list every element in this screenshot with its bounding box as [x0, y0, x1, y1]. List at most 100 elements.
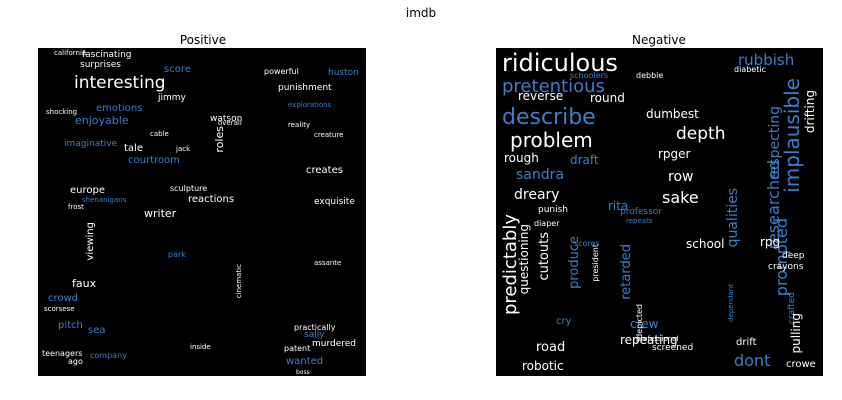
cloud-word: screened	[652, 343, 694, 353]
cloud-word: murdered	[312, 339, 357, 349]
cloud-word: repeating	[620, 333, 678, 347]
cloud-word: tale	[124, 143, 143, 154]
cloud-word: pitch	[58, 320, 83, 331]
cloud-word: diabetic	[734, 65, 766, 74]
cloud-word: sandra	[516, 167, 564, 183]
cloud-word: creates	[306, 165, 343, 176]
cloud-word: dependant	[727, 284, 735, 322]
cloud-word: crowd	[48, 293, 79, 304]
cloud-word: frost	[68, 203, 84, 211]
cloud-word: sculpture	[170, 184, 208, 193]
cloud-word: dreary	[514, 187, 560, 203]
cloud-word: qualities	[725, 188, 741, 248]
cloud-word: cry	[556, 316, 572, 327]
cloud-word: company	[90, 351, 127, 360]
cloud-word: enjoyable	[75, 114, 129, 127]
cloud-word: scorsese	[44, 305, 75, 313]
panel-title-positive: Positive	[179, 33, 227, 47]
cloud-word: cable	[150, 130, 169, 138]
cloud-word: watson	[210, 114, 243, 124]
cloud-word: schoolers	[570, 71, 609, 80]
cloud-word: practically	[294, 323, 336, 332]
cloud-word: debbie	[636, 71, 664, 80]
cloud-word: problem	[510, 128, 593, 152]
cloud-word: drifting	[803, 90, 817, 134]
cloud-word: rpg	[760, 235, 781, 249]
cloud-word: president	[591, 244, 600, 282]
cloud-word: round	[590, 91, 625, 105]
cloud-word: professional	[636, 335, 679, 343]
cloud-word: inside	[190, 343, 211, 351]
cloud-word: drift	[736, 337, 757, 348]
cloud-word: exquisite	[314, 197, 355, 207]
cloud-word: punish	[538, 205, 569, 215]
cloud-word: depth	[676, 124, 726, 144]
cloud-word: sally	[304, 330, 325, 340]
cloud-word: jack	[176, 145, 191, 153]
cloud-word: punishment	[278, 83, 332, 93]
cloud-word: emotions	[96, 103, 143, 114]
cloud-word: implausible	[780, 78, 804, 193]
cloud-word: boss	[296, 369, 310, 376]
cloud-word: school	[686, 237, 725, 251]
cloud-word: pulling	[789, 313, 803, 354]
cloud-word: interesting	[74, 73, 166, 93]
cloud-word: overall	[218, 119, 242, 127]
cloud-word: dont	[734, 351, 771, 370]
cloud-word: reality	[288, 121, 311, 129]
figure-title: imdb	[405, 6, 437, 20]
cloud-word: rough	[504, 151, 539, 165]
cloud-word: huston	[328, 68, 359, 78]
cloud-word: reactions	[188, 194, 235, 205]
cloud-word: retarded	[619, 244, 634, 300]
cloud-word: writer	[144, 207, 177, 220]
cloud-word: patent	[284, 344, 311, 353]
cloud-word: crowe	[786, 359, 816, 370]
cloud-word: wanted	[286, 356, 324, 367]
cloud-word: diaper	[534, 219, 560, 228]
cloud-word: ridiculous	[502, 49, 618, 77]
cloud-word: depicted	[635, 304, 644, 339]
cloud-word: shenanigans	[82, 196, 127, 204]
cloud-word: cinematic	[235, 264, 243, 299]
cloud-word: fascinating	[82, 50, 132, 60]
cloud-word: road	[536, 340, 566, 355]
cloud-word: california	[54, 49, 87, 57]
cloud-word: explorations	[288, 101, 332, 109]
cloud-word: rpger	[658, 147, 691, 161]
cloud-word: reverse	[518, 89, 564, 103]
cloud-word: faux	[72, 277, 97, 290]
cloud-word: roles	[213, 126, 226, 153]
cloud-word: score	[164, 64, 191, 75]
cloud-word: rita	[608, 199, 629, 213]
cloud-word: ago	[68, 357, 83, 366]
panel-title-negative: Negative	[632, 33, 686, 47]
cloud-word: courtroom	[128, 155, 180, 166]
cloud-word: jimmy	[158, 93, 186, 103]
cloud-word: viewing	[85, 222, 96, 261]
cloud-word: creature	[314, 131, 344, 139]
cloud-word: dumbest	[646, 107, 699, 121]
cloud-word: cutouts	[537, 232, 552, 281]
cloud-word: imaginative	[64, 139, 118, 149]
cloud-word: crew	[630, 317, 659, 331]
cloud-word: crayons	[768, 262, 804, 272]
cloud-word: questioning	[517, 224, 531, 295]
cloud-word: powerful	[264, 67, 299, 76]
cloud-word: draft	[570, 153, 599, 167]
cloud-word: teenagers	[42, 349, 83, 358]
cloud-word: shocking	[46, 108, 78, 116]
cloud-word: europe	[70, 185, 105, 196]
cloud-word: park	[168, 250, 186, 259]
cloud-word: repeats	[626, 217, 653, 225]
cloud-word: professor	[620, 207, 663, 217]
cloud-word: assante	[314, 259, 342, 267]
cloud-word: rubbish	[738, 51, 795, 69]
cloud-word: scores	[574, 239, 600, 248]
cloud-word: row	[668, 169, 694, 185]
cloud-word: sake	[662, 188, 699, 207]
cloud-word: surprises	[80, 60, 121, 70]
cloud-word: sea	[88, 325, 106, 336]
